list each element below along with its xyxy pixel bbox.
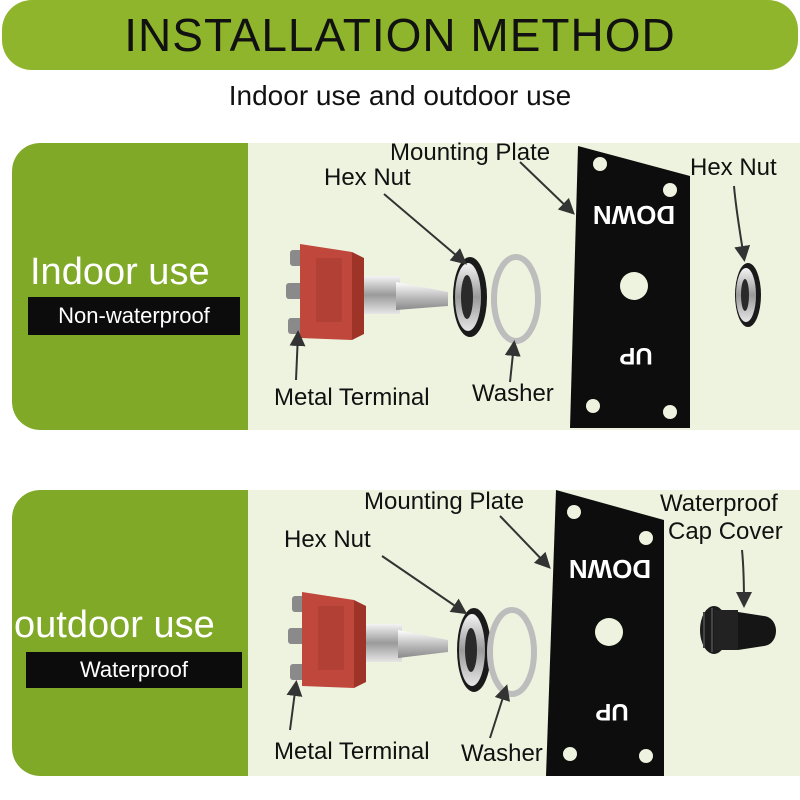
plate-top-text: DOWN: [593, 200, 675, 230]
indoor-title: Indoor use: [30, 251, 210, 293]
label-metal-terminal: Metal Terminal: [274, 384, 430, 411]
title-banner: INSTALLATION METHOD: [2, 0, 798, 70]
label-metal-terminal: Metal Terminal: [274, 738, 430, 765]
label-mounting-plate: Mounting Plate: [364, 488, 525, 515]
label-mounting-plate: Mounting Plate: [390, 139, 551, 166]
arrow-icon: [289, 161, 751, 383]
washer-icon: [491, 254, 541, 344]
plate-top-text: DOWN: [569, 554, 651, 584]
label-washer: Washer: [472, 380, 554, 407]
indoor-panel-side: [12, 143, 248, 430]
outdoor-panel: outdoor use Waterproof: [12, 490, 800, 776]
hex-nut-icon: [735, 263, 761, 327]
plate-bottom-text: UP: [619, 342, 652, 369]
page-title: INSTALLATION METHOD: [124, 9, 676, 61]
label-hex-nut: Hex Nut: [324, 164, 411, 191]
waterproof-cap-icon: [700, 606, 776, 654]
arrow-icon: [286, 515, 752, 739]
mounting-plate-icon: DOWN UP: [570, 146, 690, 428]
mounting-plate-icon: DOWN UP: [546, 490, 664, 776]
hex-nut-icon: [453, 257, 487, 337]
label-waterproof: Waterproof: [660, 490, 778, 517]
label-washer: Washer: [461, 740, 543, 767]
label-cap-cover: Cap Cover: [668, 518, 783, 545]
outdoor-badge: Waterproof: [26, 652, 242, 688]
toggle-switch-icon: [286, 244, 448, 340]
label-hex-nut: Hex Nut: [284, 526, 371, 553]
plate-bottom-text: UP: [595, 698, 628, 725]
indoor-badge: Non-waterproof: [28, 297, 240, 335]
label-hex-nut: Hex Nut: [690, 154, 777, 181]
page-subtitle: Indoor use and outdoor use: [228, 80, 572, 111]
outdoor-title: outdoor use: [14, 604, 215, 646]
hex-nut-icon: [457, 608, 491, 692]
toggle-switch-icon: [288, 592, 448, 688]
washer-icon: [487, 607, 537, 697]
outdoor-panel-side: [12, 490, 248, 776]
